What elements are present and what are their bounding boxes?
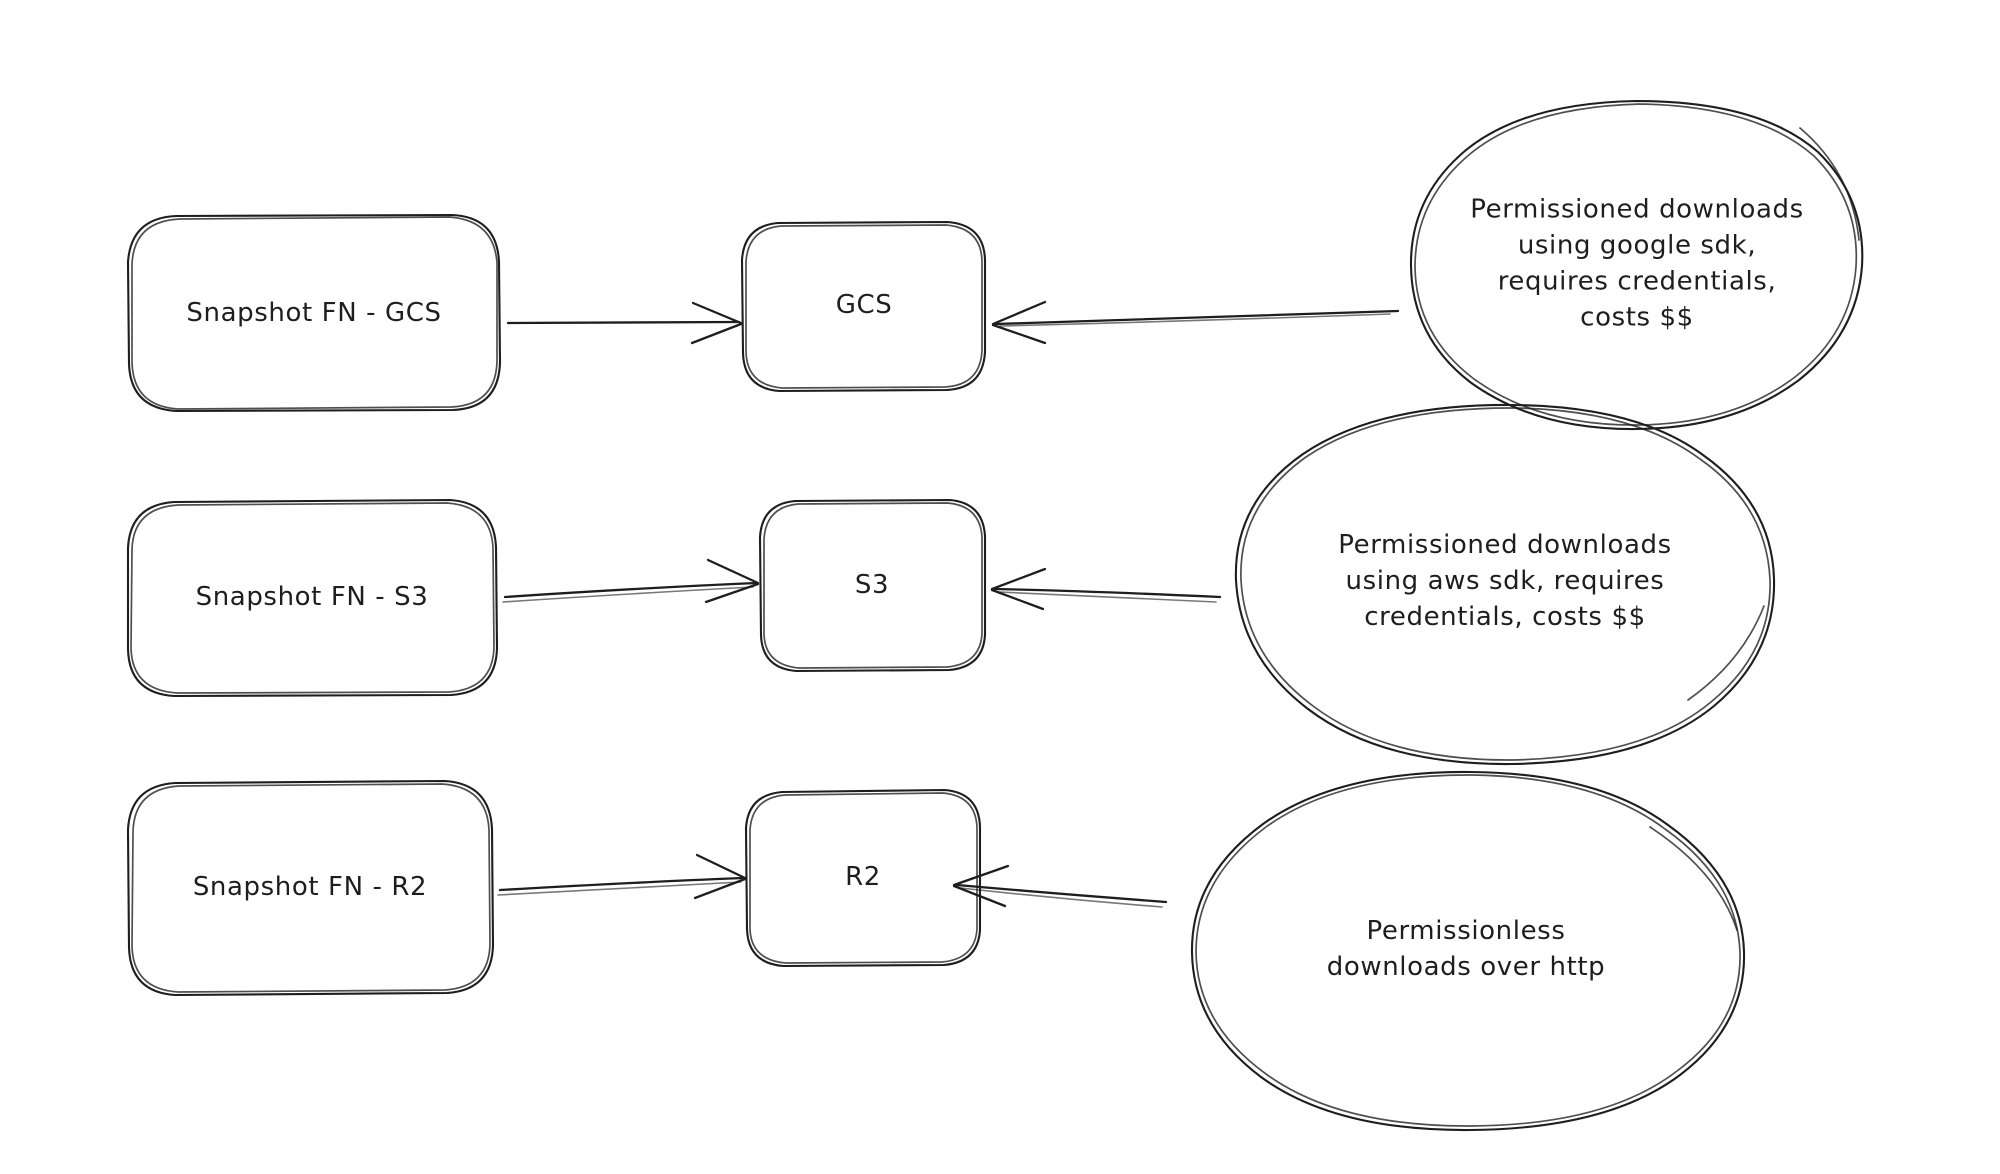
edge-snapshot-fn-s3-to-s3 <box>502 558 760 604</box>
node-shape-snapshot-fn-s3[interactable] <box>126 498 499 698</box>
edge-note-gcs-to-gcs <box>991 300 1400 345</box>
edge-snapshot-fn-r2-to-r2 <box>497 853 747 900</box>
node-shape-r2[interactable] <box>744 788 982 968</box>
note-shape-r2[interactable] <box>1190 770 1746 1132</box>
node-shape-gcs[interactable] <box>740 220 987 393</box>
node-shape-snapshot-fn-gcs[interactable] <box>126 213 502 413</box>
node-shape-s3[interactable] <box>758 498 987 673</box>
edge-note-s3-to-s3 <box>990 567 1222 611</box>
note-shape-gcs[interactable] <box>1409 99 1864 431</box>
node-shape-snapshot-fn-r2[interactable] <box>126 779 495 997</box>
edge-snapshot-fn-gcs-to-gcs <box>506 301 743 345</box>
edge-note-r2-to-r2 <box>952 864 1168 908</box>
note-shape-s3[interactable] <box>1234 403 1776 766</box>
